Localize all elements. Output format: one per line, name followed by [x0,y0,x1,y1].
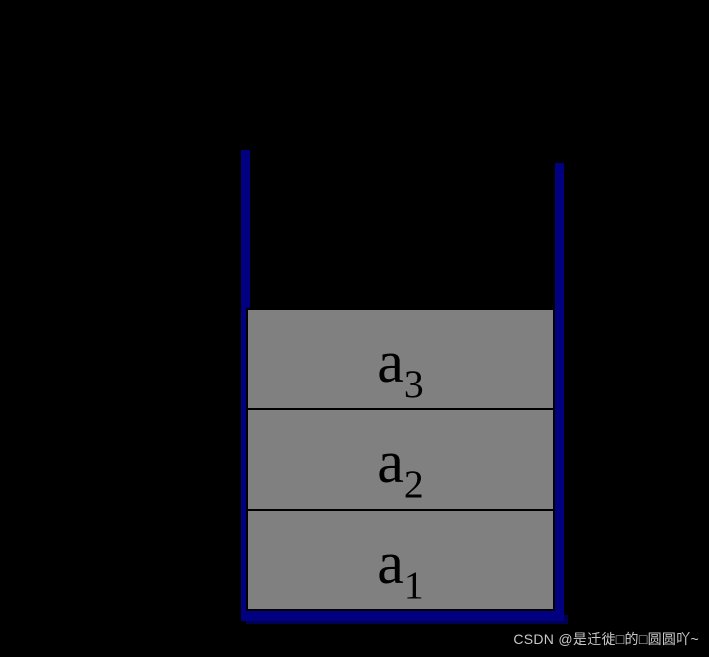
csdn-watermark: CSDN @是迁徙□的□圆圆吖~ [513,631,699,647]
stack-cell-label-a3: a3 [377,329,424,407]
stack-cells: a3 a2 a1 [246,308,555,611]
stack-cell-label-a1: a1 [377,529,424,607]
stack-cell-top: a3 [248,310,553,409]
stack-right-wall [555,163,564,621]
stack-cell-bottom: a1 [248,508,553,609]
stack-cell-label-a2: a2 [377,429,424,507]
stack-bottom-wall [241,610,564,621]
stack-cell-middle: a2 [248,408,553,509]
stack-left-wall [241,150,250,621]
